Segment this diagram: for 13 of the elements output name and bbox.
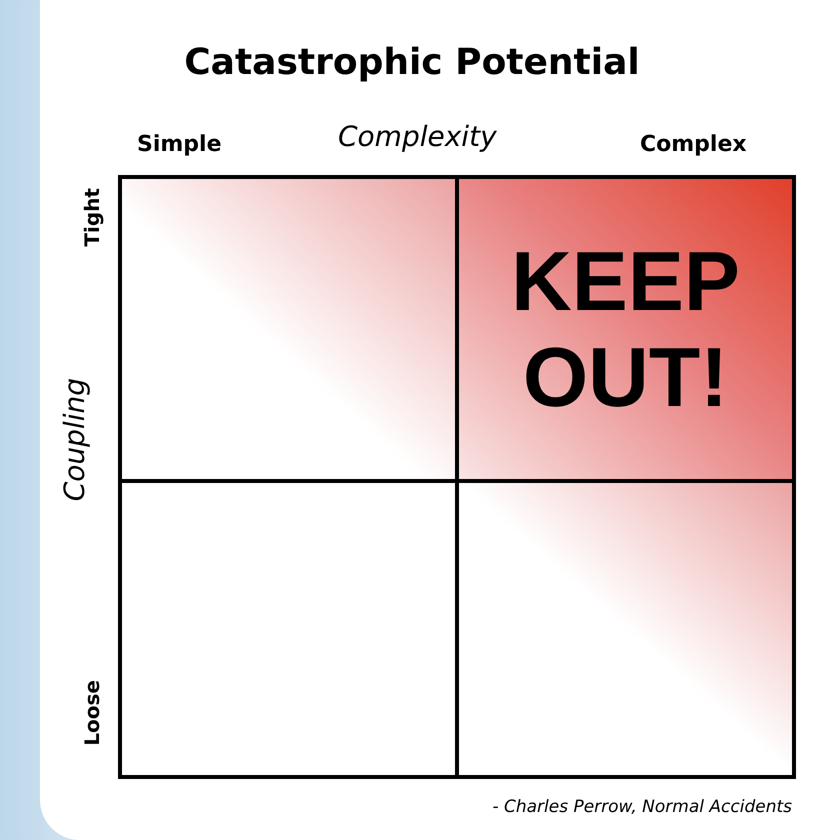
matrix-quadrant (459, 179, 792, 479)
axis-title: Coupling (58, 378, 91, 502)
axis-label: Simple (137, 132, 222, 157)
axis-label: Complex (640, 132, 747, 157)
caption: - Charles Perrow, Normal Accidents (492, 797, 792, 817)
axis-label: Tight (80, 188, 104, 247)
matrix-quadrant (122, 483, 455, 775)
quadrant-label: KEEP OUT! (510, 233, 741, 425)
matrix-quadrant (459, 483, 792, 775)
axis-label: Loose (80, 680, 104, 746)
matrix-quadrant (122, 179, 455, 479)
chart-title: Catastrophic Potential (183, 42, 641, 83)
axis-title: Complexity (338, 120, 497, 153)
